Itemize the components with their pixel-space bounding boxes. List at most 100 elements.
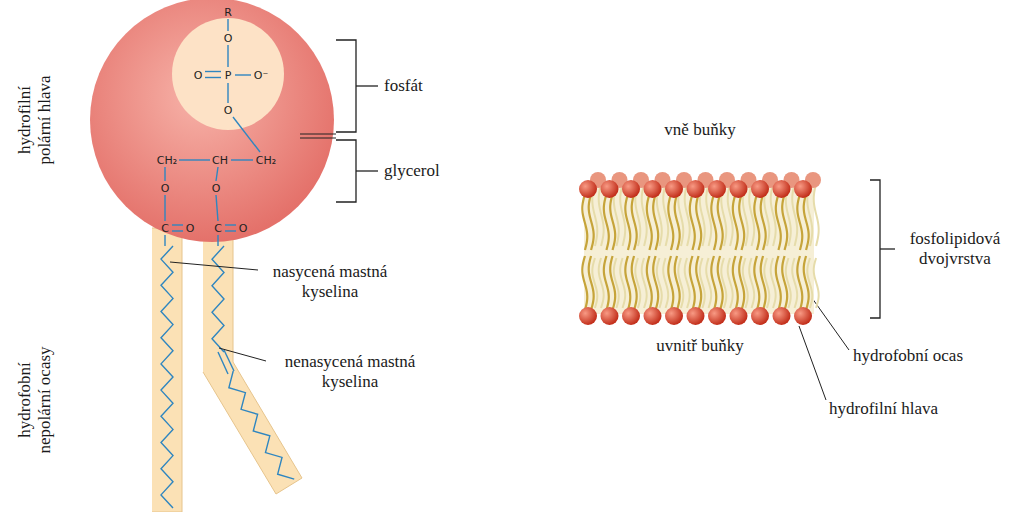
atom-symbol: O⁻ bbox=[254, 70, 268, 81]
polar-head bbox=[90, 0, 334, 242]
atom-symbol: P bbox=[225, 70, 232, 81]
lipid-tail bbox=[668, 256, 673, 310]
lipid-tail bbox=[728, 258, 733, 308]
lipid-tail bbox=[685, 258, 690, 308]
unsaturated-chain bbox=[212, 246, 224, 352]
part-label: fosfát bbox=[384, 76, 423, 96]
lipid-tail bbox=[776, 256, 781, 310]
lipid-tail bbox=[797, 194, 802, 250]
bracket-tick bbox=[356, 170, 378, 171]
lipid-tail bbox=[782, 256, 787, 310]
lipid-tail bbox=[733, 194, 738, 250]
saturated-tail bbox=[152, 228, 182, 512]
chemical-bond bbox=[172, 230, 183, 231]
lipid-head bbox=[687, 180, 705, 198]
part-label: nenasycená mastná kyselina bbox=[270, 352, 430, 393]
atom-symbol: O bbox=[224, 105, 233, 116]
leader-line bbox=[219, 348, 266, 361]
chemical-bond bbox=[164, 195, 165, 221]
phospholipid-molecule bbox=[90, 0, 334, 512]
lipid-tail bbox=[625, 194, 630, 250]
lipid-tail bbox=[739, 194, 744, 250]
chemical-bond bbox=[227, 83, 228, 103]
side-label: hydrofilní polární hlava bbox=[15, 63, 56, 178]
chemical-bond bbox=[172, 224, 183, 225]
lipid-tail bbox=[647, 256, 652, 310]
atom-symbol: O bbox=[224, 33, 233, 44]
part-label: nasycená mastná kyselina bbox=[263, 262, 398, 303]
lipid-tail bbox=[706, 258, 711, 308]
atom-symbol: O bbox=[161, 183, 170, 194]
lipid-tail bbox=[589, 256, 594, 310]
lipid-tail bbox=[711, 194, 716, 250]
lipid-tail bbox=[632, 194, 637, 250]
lipid-head bbox=[794, 180, 812, 198]
lipid-tail bbox=[604, 194, 609, 250]
lipid-tail bbox=[718, 194, 723, 250]
lipid-head bbox=[622, 180, 640, 198]
chemical-bond bbox=[235, 74, 251, 75]
atom-symbol: C bbox=[214, 223, 222, 234]
bracket bbox=[336, 140, 356, 202]
lipid-tail bbox=[804, 194, 809, 250]
lipid-tail bbox=[668, 194, 673, 250]
chemical-bond bbox=[216, 195, 218, 221]
bracket-tick bbox=[356, 85, 378, 86]
atom-symbol: CH₂ bbox=[157, 155, 177, 166]
chemical-bond bbox=[217, 235, 218, 246]
lipid-tail bbox=[589, 194, 594, 250]
atom-symbol: O bbox=[186, 223, 195, 234]
lipid-head bbox=[708, 180, 726, 198]
lipid-head bbox=[687, 307, 705, 325]
lipid-tail bbox=[696, 194, 701, 250]
lipid-tail bbox=[599, 258, 604, 308]
lipid-tail bbox=[718, 256, 723, 310]
bracket bbox=[336, 40, 356, 132]
lipid-tail bbox=[739, 256, 744, 310]
chemical-bond bbox=[225, 224, 236, 225]
chemical-bond bbox=[227, 45, 228, 67]
lipid-tail bbox=[733, 256, 738, 310]
lipid-tail bbox=[675, 194, 680, 250]
atom-symbol: O bbox=[239, 223, 248, 234]
lipid-head bbox=[794, 307, 812, 325]
lipid-tail bbox=[749, 258, 754, 308]
lipid-tail bbox=[797, 256, 802, 310]
bilayer-core bbox=[584, 188, 814, 314]
leader-line bbox=[170, 262, 258, 270]
lipid-tail bbox=[804, 256, 809, 310]
lipid-head bbox=[773, 180, 791, 198]
chemical-bond bbox=[179, 159, 210, 160]
atom-symbol: CH bbox=[212, 155, 228, 166]
lipid-tail bbox=[663, 258, 668, 308]
lipid-tail bbox=[610, 194, 615, 250]
chemical-bond bbox=[216, 167, 218, 181]
lipid-tail bbox=[776, 194, 781, 250]
unsaturated-chain bbox=[229, 371, 294, 479]
lipid-tail bbox=[642, 258, 647, 308]
lipid-tail bbox=[696, 256, 701, 310]
leader-line bbox=[799, 326, 826, 400]
bracket-tick bbox=[880, 248, 895, 249]
chemical-bond bbox=[225, 230, 236, 231]
lipid-head bbox=[644, 307, 662, 325]
brackets bbox=[170, 40, 895, 400]
saturated-chain bbox=[161, 246, 173, 508]
lipid-tail bbox=[690, 194, 695, 250]
lipid-head bbox=[665, 180, 683, 198]
phosphate-group bbox=[172, 18, 284, 130]
lipid-head bbox=[730, 180, 748, 198]
lipid-tail bbox=[582, 256, 587, 310]
chemical-bond bbox=[227, 19, 228, 31]
divider-line bbox=[300, 134, 336, 135]
atom-symbol: O bbox=[212, 183, 221, 194]
atom-symbol: O bbox=[194, 70, 203, 81]
chemical-bond bbox=[164, 235, 165, 246]
lipid-tail bbox=[653, 256, 658, 310]
lipid-head bbox=[730, 307, 748, 325]
atom-symbol: CH₂ bbox=[256, 155, 276, 166]
lipid-tail bbox=[610, 256, 615, 310]
lipid-head bbox=[644, 180, 662, 198]
